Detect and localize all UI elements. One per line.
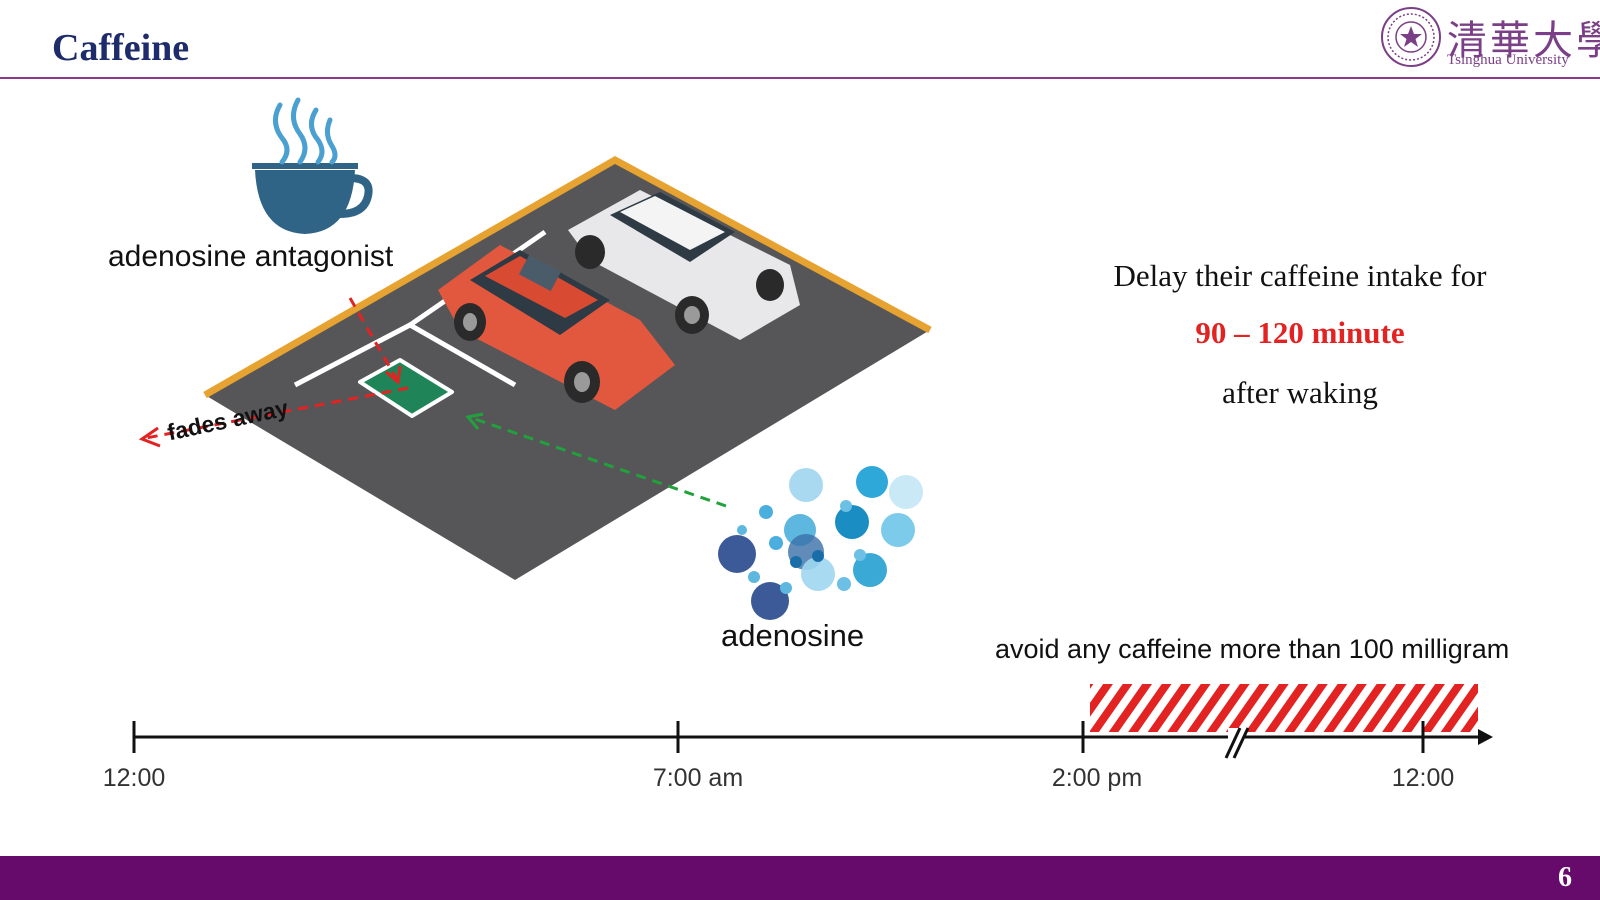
timeline-arrowhead (1478, 729, 1493, 745)
parking-lot-curb (203, 155, 932, 399)
page-number: 6 (1558, 862, 1572, 893)
timeline-tick-label: 12:00 (1391, 764, 1455, 792)
red-car-icon (438, 245, 675, 410)
avoid-caffeine-label: avoid any caffeine more than 100 milligr… (995, 634, 1510, 664)
university-seal-icon (1381, 7, 1441, 67)
university-logo: 清華大學 Tsinghua University (1380, 6, 1600, 72)
adenosine-label: adenosine (721, 618, 865, 653)
footer-bar: 6 (0, 856, 1600, 900)
timeline-tick-label: 2:00 pm (1051, 764, 1143, 792)
slide-title: Caffeine (52, 27, 190, 69)
advice-line-3: after waking (1222, 375, 1378, 410)
adenosine-molecules-icon (718, 466, 923, 620)
logo-chinese-name: 清華大學 (1447, 18, 1600, 64)
axis-break-icon (1224, 727, 1250, 759)
coffee-cup-icon (252, 97, 373, 234)
logo-english-name: Tsinghua University (1447, 52, 1569, 68)
avoid-caffeine-zone (1090, 684, 1478, 732)
white-car-icon (568, 190, 800, 340)
timeline-tick-label: 7:00 am (652, 764, 744, 792)
advice-line-2: 90 – 120 minute (1195, 315, 1405, 350)
advice-line-1: Delay their caffeine intake for (1113, 258, 1487, 293)
timeline-tick-label: 12:00 (102, 764, 166, 792)
header-divider (0, 77, 1600, 79)
adenosine-arrow (465, 412, 727, 508)
adenosine-antagonist-label: adenosine antagonist (108, 240, 394, 273)
antagonist-binding-arrow (348, 297, 402, 385)
fades-away-arrow (138, 386, 409, 448)
